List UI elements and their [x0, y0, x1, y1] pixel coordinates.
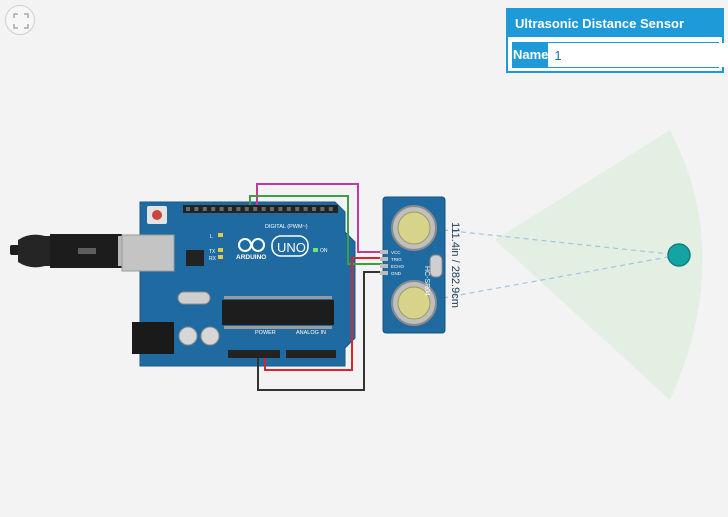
- header-pin[interactable]: [236, 207, 241, 211]
- sensor-pin-gnd[interactable]: [380, 271, 388, 275]
- header-pin[interactable]: [219, 207, 224, 211]
- header-pin[interactable]: [186, 207, 190, 211]
- arduino-infinity-icon: [238, 238, 265, 252]
- microcontroller-chip: [222, 300, 334, 325]
- sensor-pin-trig[interactable]: [380, 257, 388, 261]
- header-pin[interactable]: [312, 207, 316, 211]
- sensor-pin-vcc[interactable]: [380, 250, 388, 254]
- fullscreen-corners-icon: [13, 13, 29, 29]
- header-pin[interactable]: [295, 207, 300, 211]
- header-pin[interactable]: [202, 207, 207, 211]
- digital-label: DIGITAL (PWM~): [265, 224, 308, 230]
- arduino-board[interactable]: DIGITAL (PWM~) ARDUINO UNO ON L TX RX PO…: [121, 201, 356, 367]
- name-property-row: Name: [512, 42, 728, 68]
- analog-header[interactable]: [286, 350, 336, 358]
- header-pin[interactable]: [320, 207, 325, 211]
- power-header[interactable]: [228, 350, 280, 358]
- header-pin[interactable]: [228, 207, 232, 211]
- ultrasonic-sensor[interactable]: HC-SR04 VCC TRIG ECHO GND: [380, 196, 446, 334]
- detection-cone: [495, 130, 703, 400]
- board-model-text: UNO: [277, 240, 306, 255]
- header-pin[interactable]: [303, 207, 308, 211]
- wire-trig: [256, 183, 382, 253]
- reset-button[interactable]: [152, 210, 162, 220]
- arduino-logo-text: ARDUINO: [236, 254, 266, 261]
- name-input[interactable]: [548, 43, 728, 67]
- header-pin[interactable]: [286, 207, 291, 211]
- analog-label: ANALOG IN: [296, 330, 326, 336]
- header-pin[interactable]: [211, 207, 216, 211]
- sensor-pin-label: VCC: [391, 250, 401, 255]
- header-pin[interactable]: [194, 207, 199, 211]
- header-pin[interactable]: [244, 207, 249, 211]
- beam-line-top: [442, 229, 680, 256]
- wire-echo: [249, 195, 382, 265]
- sensor-pin-label: TRIG: [391, 257, 402, 262]
- wires[interactable]: [249, 183, 382, 391]
- name-label: Name: [513, 43, 549, 67]
- rx-label: RX: [209, 256, 217, 262]
- fit-to-view-button[interactable]: [5, 5, 35, 35]
- properties-panel: Ultrasonic Distance Sensor Name: [506, 8, 728, 73]
- beam-line-bottom: [442, 254, 680, 299]
- sensor-model-text: HC-SR04: [423, 266, 430, 296]
- header-pin[interactable]: [270, 207, 274, 211]
- distance-readout: 111.4in / 282.9cm: [449, 222, 461, 308]
- header-pin[interactable]: [261, 207, 266, 211]
- properties-title: Ultrasonic Distance Sensor: [508, 10, 722, 37]
- wire-ground: [257, 271, 382, 391]
- wire-power: [264, 257, 382, 371]
- sensor-pin-label: ECHO: [391, 264, 405, 269]
- power-jack: [132, 322, 174, 354]
- led-l-label: L: [210, 234, 213, 240]
- sensor-pin-echo[interactable]: [380, 264, 388, 268]
- tx-label: TX: [209, 249, 216, 255]
- header-pin[interactable]: [278, 207, 283, 211]
- sensor-pin-label: GND: [391, 271, 402, 276]
- digital-header[interactable]: [183, 205, 338, 213]
- header-pin[interactable]: [253, 207, 258, 211]
- header-pin[interactable]: [328, 207, 333, 211]
- target-object[interactable]: [667, 243, 691, 267]
- power-label: POWER: [255, 330, 276, 336]
- on-led-label: ON: [320, 248, 328, 254]
